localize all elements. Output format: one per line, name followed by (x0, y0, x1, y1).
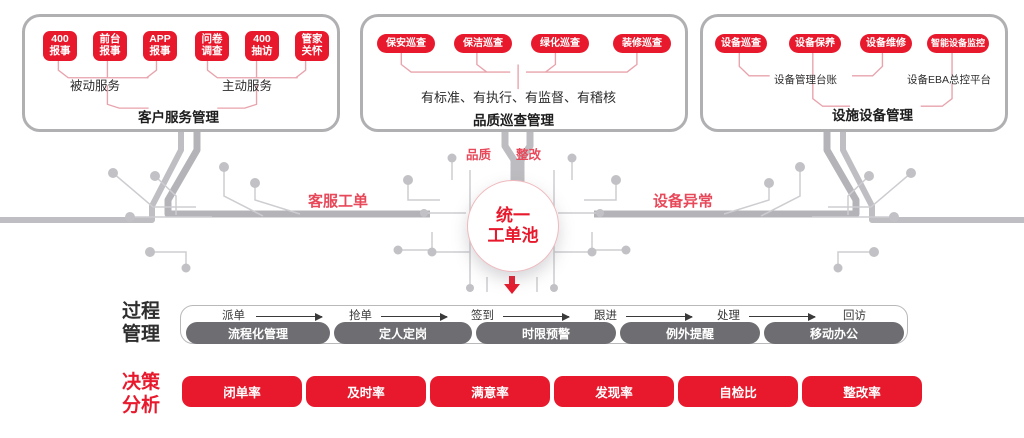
chip-shebei-baoyang[interactable]: 设备保养 (789, 34, 841, 53)
chip-guanjia-guanhuai[interactable]: 管家 关怀 (295, 31, 329, 61)
group-title-quality-inspection: 品质巡查管理 (473, 113, 554, 128)
chip-zhineng-shebei-jiankong[interactable]: 智能设备监控 (927, 34, 989, 53)
chip-baoan-xuncha[interactable]: 保安巡查 (377, 34, 435, 53)
chip-qiantai-baoshi[interactable]: 前台 报事 (93, 31, 127, 61)
decision-pill-zijianbi[interactable]: 自检比 (678, 376, 798, 407)
sublabel-passive-service: 被动服务 (70, 79, 121, 93)
chip-app-baoshi[interactable]: APP 报事 (143, 31, 177, 61)
chip-400-choufang[interactable]: 400 抽访 (245, 31, 279, 61)
connector-lines-quality-inspection (400, 51, 638, 90)
process-arrow-2 (381, 312, 448, 321)
chip-shebei-xuncha[interactable]: 设备巡查 (715, 34, 767, 53)
process-step-huifang: 回访 (843, 310, 866, 322)
flow-label-customer-service-order: 客服工单 (308, 193, 369, 210)
chip-400-baoshi[interactable]: 400 报事 (43, 31, 77, 61)
decision-pill-jishilv[interactable]: 及时率 (306, 376, 426, 407)
down-arrow-icon (504, 276, 520, 294)
process-step-qiandao: 签到 (471, 310, 494, 322)
chip-wenjuan-diaocha[interactable]: 问卷 调查 (195, 31, 229, 61)
process-step-genjin: 跟进 (594, 310, 617, 322)
group-card-facility-equipment: 设备巡查 设备保养 设备维修 智能设备监控 设备管理台账 设备EBA总控平台 设… (700, 14, 1008, 132)
decision-pill-bidanlv[interactable]: 闭单率 (182, 376, 302, 407)
connector-lines-facility-equipment (738, 51, 953, 107)
central-hub-unified-order-pool[interactable]: 统一 工单池 (467, 180, 559, 272)
group-title-facility-equipment: 设施设备管理 (832, 108, 913, 123)
group-card-customer-service: 400 报事 前台 报事 APP 报事 问卷 调查 400 抽访 管家 关怀 被… (22, 14, 340, 132)
process-step-chuli: 处理 (717, 310, 740, 322)
connector-lines-customer-service (57, 56, 307, 109)
hub-label: 统一 工单池 (487, 205, 539, 245)
group-card-quality-inspection: 保安巡查 保洁巡查 绿化巡查 装修巡查 有标准、有执行、有监督、有稽核 品质巡查… (360, 14, 688, 132)
decision-pill-faxianlv[interactable]: 发现率 (554, 376, 674, 407)
process-arrow-1 (256, 312, 323, 321)
flow-label-equipment-anomaly: 设备异常 (653, 193, 714, 210)
decision-analysis-label: 决策 分析 (122, 372, 161, 417)
process-pill-dingren-dinggang[interactable]: 定人定岗 (334, 322, 472, 344)
process-pill-liuchenghua-guanli[interactable]: 流程化管理 (186, 322, 330, 344)
decision-pill-zhenggailv[interactable]: 整改率 (802, 376, 922, 407)
process-step-qiangdan: 抢单 (349, 310, 372, 322)
process-arrow-4 (626, 312, 693, 321)
process-management-label: 过程 管理 (122, 301, 161, 346)
process-arrow-3 (503, 312, 570, 321)
chip-zhuangxiu-xuncha[interactable]: 装修巡查 (613, 34, 671, 53)
sublabel-active-service: 主动服务 (222, 79, 273, 93)
process-pill-yidong-bangong[interactable]: 移动办公 (764, 322, 904, 344)
chip-baojie-xuncha[interactable]: 保洁巡查 (454, 34, 512, 53)
chip-lvhua-xuncha[interactable]: 绿化巡查 (531, 34, 589, 53)
sublabel-equipment-ledger: 设备管理台账 (774, 74, 837, 86)
sublabel-eba-platform: 设备EBA总控平台 (907, 74, 992, 86)
flow-label-rectification: 整改 (516, 148, 542, 162)
group-title-customer-service: 客户服务管理 (138, 110, 219, 125)
sublabel-quality-principles: 有标准、有执行、有监督、有稽核 (421, 90, 617, 105)
chip-shebei-weixiu[interactable]: 设备维修 (860, 34, 912, 53)
process-step-paidan: 派单 (222, 310, 245, 322)
flow-label-quality: 品质 (466, 148, 492, 162)
decision-pill-manyilv[interactable]: 满意率 (430, 376, 550, 407)
process-arrow-5 (749, 312, 816, 321)
process-pill-liwai-tixing[interactable]: 例外提醒 (620, 322, 760, 344)
process-pill-shixian-yujing[interactable]: 时限预警 (476, 322, 616, 344)
